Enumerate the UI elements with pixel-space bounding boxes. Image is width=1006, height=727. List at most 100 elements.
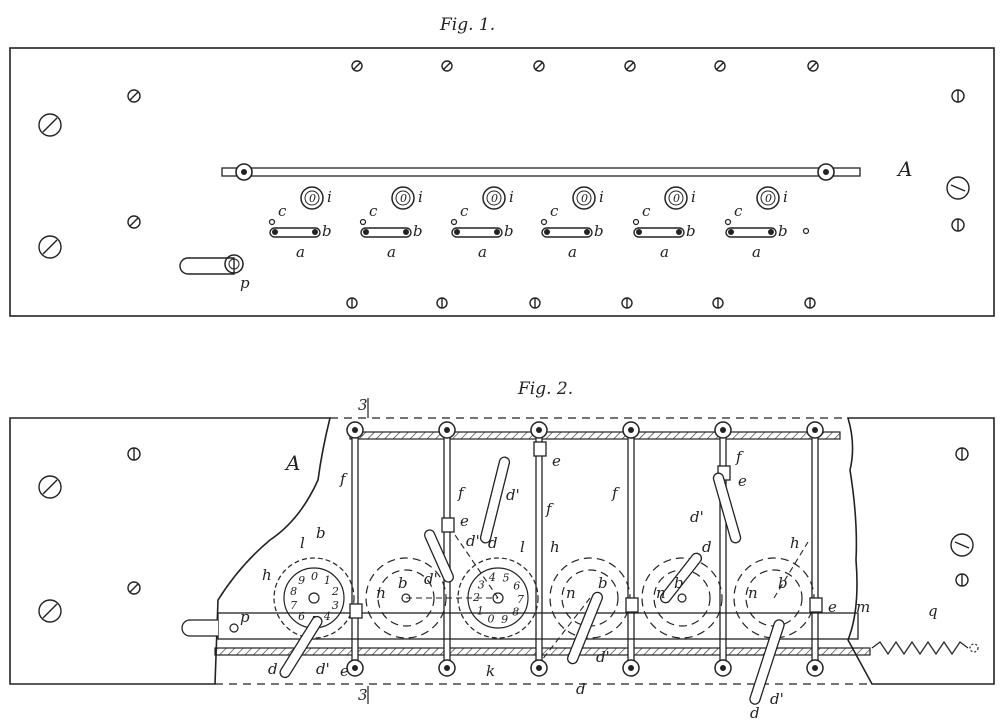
fig2-levers xyxy=(279,456,785,705)
label-l: l xyxy=(520,538,525,556)
wheel-digit: 0 xyxy=(488,613,495,626)
fig1-column: 0 i c b a xyxy=(268,186,332,261)
svg-text:a: a xyxy=(568,243,577,261)
wheel-digit: 7 xyxy=(517,593,524,606)
svg-text:i: i xyxy=(509,188,514,206)
wheel-digit: 1 xyxy=(324,574,331,587)
label-d: d xyxy=(488,534,498,552)
svg-text:c: c xyxy=(278,202,287,220)
label-e: e xyxy=(340,662,349,680)
fig1-bottom-screws xyxy=(346,297,816,309)
fig2-labels: f f f f f e e e e e d' d' d' d' d' d' d'… xyxy=(262,448,837,722)
svg-text:c: c xyxy=(734,202,743,220)
wheel-digit: 4 xyxy=(323,610,331,623)
label-h: h xyxy=(550,538,560,556)
label-b: b xyxy=(598,574,608,592)
wheel-digit: 3 xyxy=(332,599,339,612)
fig2-section-marks: 3 3 xyxy=(358,396,369,704)
label-p: p xyxy=(240,608,250,626)
label-e: e xyxy=(552,452,561,470)
wheel-digit: 1 xyxy=(477,604,484,617)
svg-text:b: b xyxy=(504,222,514,240)
label-h: h xyxy=(790,534,800,552)
svg-text:i: i xyxy=(783,188,788,206)
fig1-column: 0 i c b a xyxy=(540,186,604,261)
fig2-top-bar xyxy=(349,431,841,440)
wheel-digit: 7 xyxy=(290,599,297,612)
svg-text:0: 0 xyxy=(673,192,680,205)
wheel-digit: 0 xyxy=(311,570,318,583)
label-n: n xyxy=(748,584,758,602)
label-k: k xyxy=(486,662,495,680)
svg-text:0: 0 xyxy=(765,192,772,205)
label-d: d xyxy=(576,680,586,698)
svg-text:a: a xyxy=(387,243,396,261)
svg-text:b: b xyxy=(322,222,332,240)
label-q: q xyxy=(928,602,938,620)
wheel-digit: 4 xyxy=(488,571,496,584)
svg-text:i: i xyxy=(327,188,332,206)
wheel-digit: 6 xyxy=(513,580,520,593)
label-n: n xyxy=(376,584,386,602)
fig1-top-screws xyxy=(351,60,819,72)
label-n: n xyxy=(566,584,576,602)
fig1-rod xyxy=(221,163,861,181)
svg-text:a: a xyxy=(478,243,487,261)
fig1-plate: A xyxy=(9,47,995,317)
fig1-column: 0 i c b a xyxy=(724,186,788,261)
label-f: f xyxy=(735,448,744,466)
fig2-links xyxy=(406,534,809,661)
svg-text:a: a xyxy=(752,243,761,261)
svg-text:b: b xyxy=(686,222,696,240)
svg-text:i: i xyxy=(599,188,604,206)
label-b: b xyxy=(316,524,326,542)
label-b: b xyxy=(778,574,788,592)
wheel-digit: 9 xyxy=(501,613,508,626)
label-d1: d' xyxy=(770,690,784,708)
svg-text:b: b xyxy=(594,222,604,240)
label-d: d xyxy=(268,660,278,678)
svg-text:0: 0 xyxy=(309,192,316,205)
wheel-digit: 9 xyxy=(298,574,305,587)
label-d: d xyxy=(750,704,760,722)
label-m: m xyxy=(856,598,870,616)
label-d1: d' xyxy=(316,660,330,678)
label-d1: d' xyxy=(690,508,704,526)
svg-text:0: 0 xyxy=(491,192,498,205)
label-d: d xyxy=(702,538,712,556)
svg-text:c: c xyxy=(550,202,559,220)
wheel-digit: 5 xyxy=(503,571,510,584)
fig2-spring: q xyxy=(871,602,979,656)
label-f: f xyxy=(339,470,348,488)
section-mark-top: 3 xyxy=(358,396,368,414)
fig1-slot-label: p xyxy=(240,274,250,292)
fig1-column: 0 i c b a xyxy=(632,186,696,261)
label-d1: d' xyxy=(506,486,520,504)
fig2-side-screws xyxy=(38,447,974,623)
label-d1: d' xyxy=(466,532,480,550)
fig2-plate-label: A xyxy=(284,451,300,475)
wheel-digit: 6 xyxy=(298,610,305,623)
label-d1: d' xyxy=(596,648,610,666)
label-b: b xyxy=(398,574,408,592)
wheel-digit: 8 xyxy=(290,585,297,598)
wheel-digit: 8 xyxy=(512,606,519,619)
label-e: e xyxy=(828,598,837,616)
label-n: n xyxy=(656,584,666,602)
svg-text:0: 0 xyxy=(581,192,588,205)
svg-text:a: a xyxy=(660,243,669,261)
svg-text:b: b xyxy=(413,222,423,240)
label-f: f xyxy=(611,484,620,502)
wheel-digit: 3 xyxy=(478,579,485,592)
fig2-plate: A xyxy=(9,396,995,722)
label-e: e xyxy=(460,512,469,530)
svg-text:i: i xyxy=(691,188,696,206)
wheel-digit: 2 xyxy=(331,585,339,598)
svg-text:c: c xyxy=(369,202,378,220)
fig2-caption: Fig. 2. xyxy=(517,379,573,399)
label-h: h xyxy=(262,566,272,584)
label-f: f xyxy=(457,484,466,502)
svg-text:c: c xyxy=(642,202,651,220)
fig2-slide-bar: p m xyxy=(181,598,870,640)
